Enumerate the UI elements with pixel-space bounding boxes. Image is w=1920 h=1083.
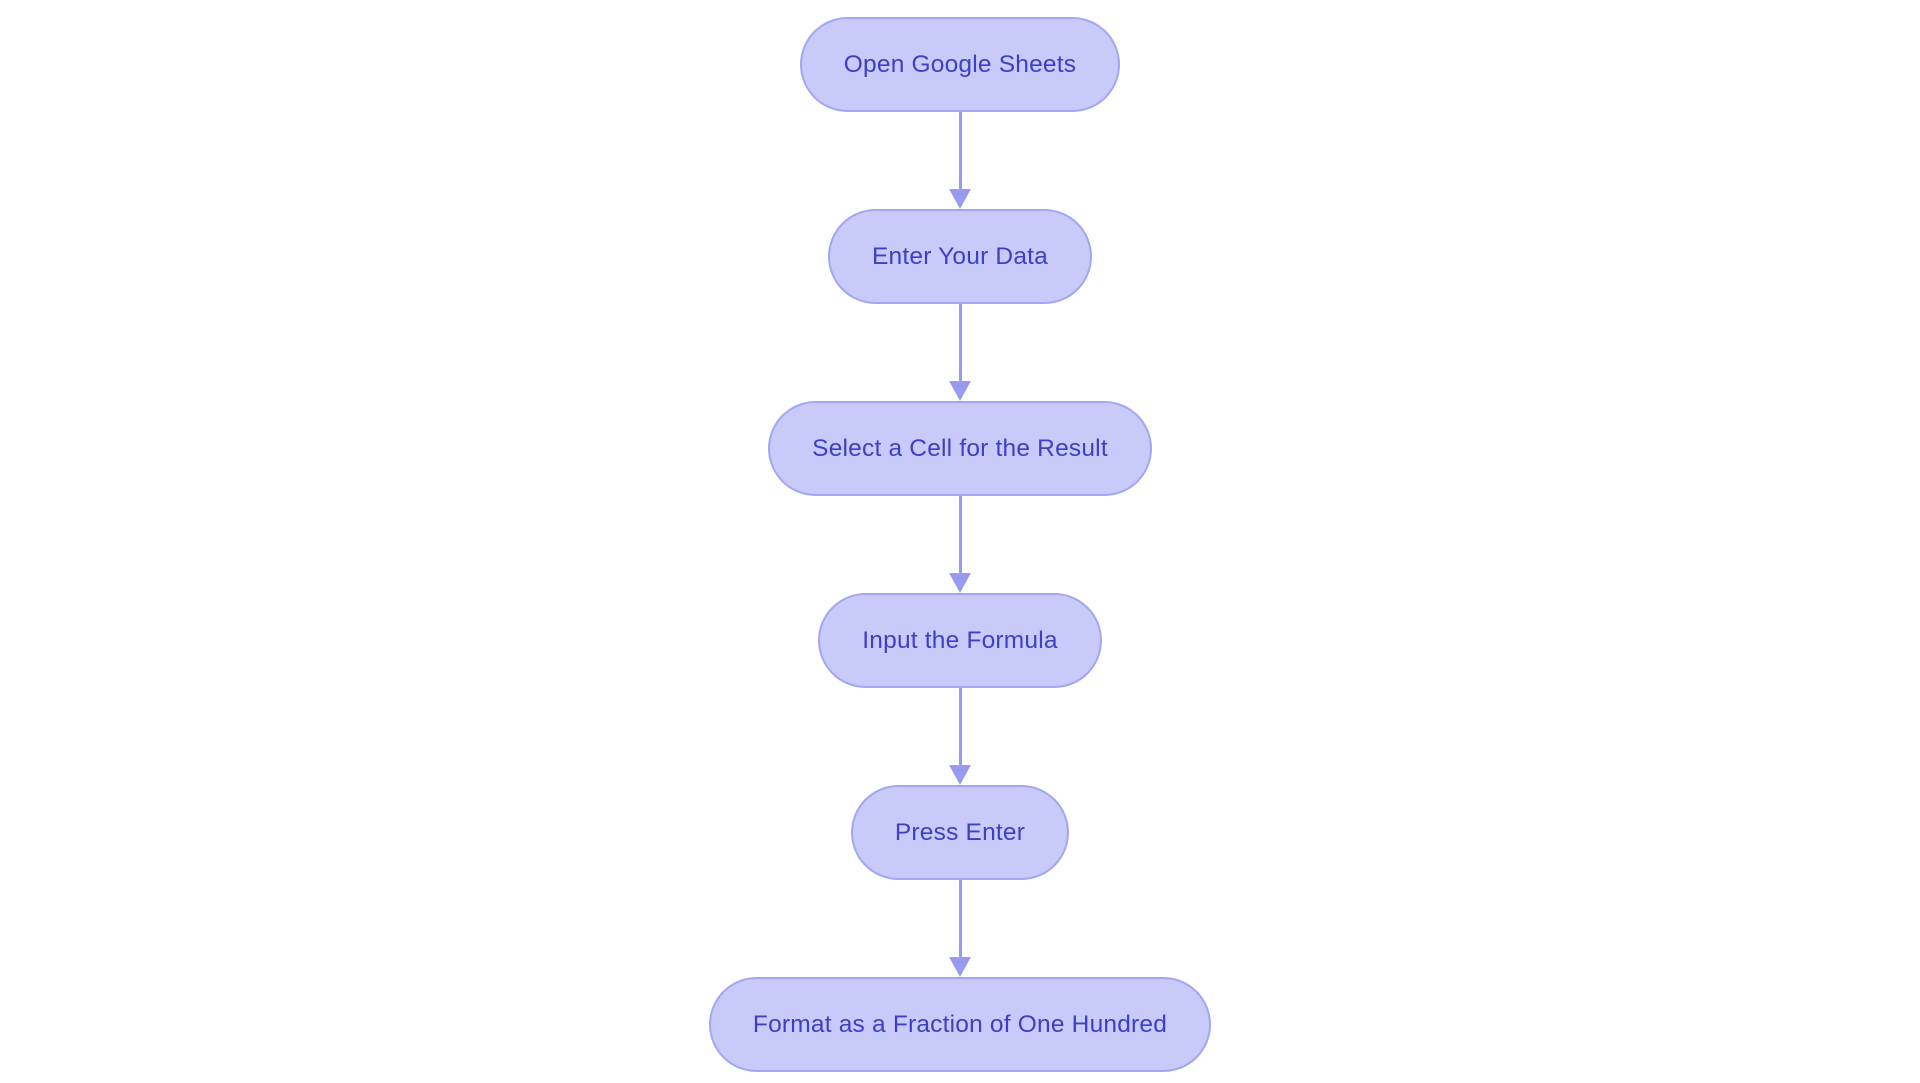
arrow-head-icon (949, 765, 971, 785)
arrow-head-icon (949, 957, 971, 977)
flow-arrow-3 (949, 496, 971, 593)
arrow-head-icon (949, 573, 971, 593)
flow-node-label: Enter Your Data (872, 242, 1048, 270)
arrow-head-icon (949, 189, 971, 209)
flow-node-enter-your-data: Enter Your Data (828, 209, 1092, 304)
flow-arrow-1 (949, 112, 971, 209)
flow-arrow-2 (949, 304, 971, 401)
flow-node-label: Format as a Fraction of One Hundred (752, 1010, 1168, 1038)
flow-arrow-5 (949, 880, 971, 977)
flow-node-label: Press Enter (894, 818, 1026, 846)
flow-node-select-a-cell: Select a Cell for the Result (768, 401, 1152, 496)
flow-node-input-the-formula: Input the Formula (818, 593, 1102, 688)
arrow-shaft (958, 496, 962, 573)
flow-arrow-4 (949, 688, 971, 785)
flow-node-open-google-sheets: Open Google Sheets (799, 17, 1121, 112)
flow-node-press-enter: Press Enter (850, 785, 1070, 880)
arrow-shaft (958, 880, 962, 957)
flow-node-label: Select a Cell for the Result (812, 434, 1108, 462)
arrow-shaft (958, 688, 962, 765)
flow-node-label: Input the Formula (862, 626, 1058, 654)
flow-node-label: Open Google Sheets (843, 50, 1077, 78)
arrow-head-icon (949, 381, 971, 401)
flow-node-format-as-fraction: Format as a Fraction of One Hundred (708, 977, 1212, 1072)
arrow-shaft (958, 304, 962, 381)
arrow-shaft (958, 112, 962, 189)
